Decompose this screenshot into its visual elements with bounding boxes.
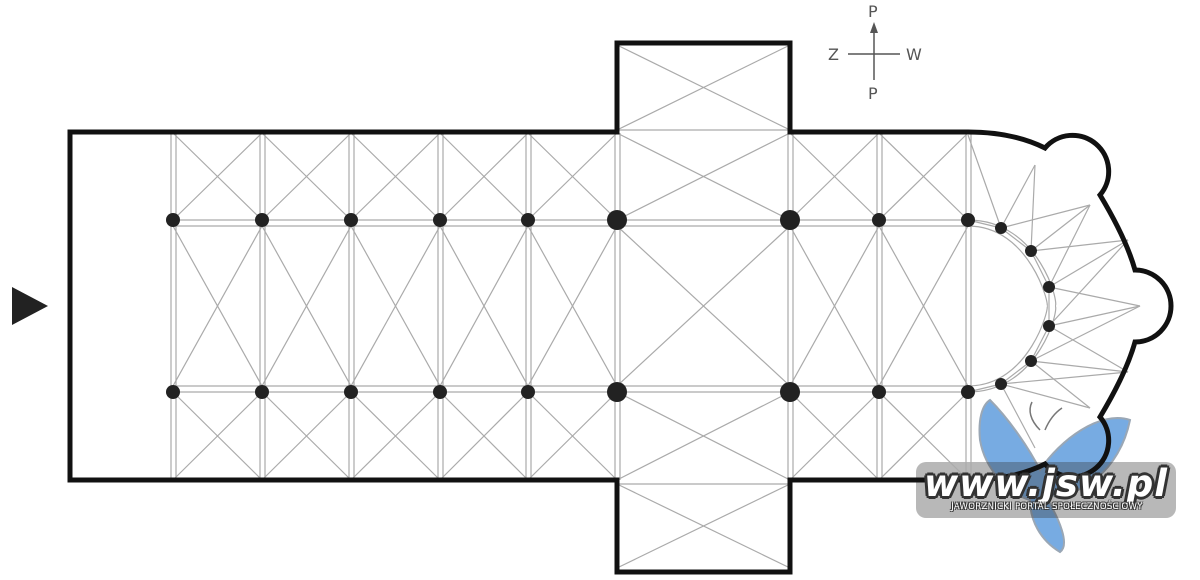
vault-rib: [172, 391, 263, 481]
vault-rib: [1000, 383, 1091, 409]
vault-rib: [616, 225, 791, 387]
vault-rib: [1030, 239, 1129, 252]
pier: [961, 213, 975, 227]
pier: [607, 210, 627, 230]
vault-rib: [439, 225, 529, 387]
compass-north-label: P: [868, 2, 878, 21]
vault-rib: [1000, 227, 1032, 252]
vault-rib: [261, 132, 352, 221]
pier: [872, 213, 886, 227]
vault-rib: [439, 132, 529, 221]
pier: [344, 385, 358, 399]
vault-rib: [616, 132, 791, 221]
vault-rib: [1048, 239, 1129, 288]
pier: [961, 385, 975, 399]
ambulatory-column: [995, 222, 1007, 234]
watermark-plate: [916, 462, 1176, 518]
pier: [780, 382, 800, 402]
pier: [255, 213, 269, 227]
vault-rib: [1030, 325, 1050, 362]
watermark-text: www.jsw.pl: [924, 462, 1168, 505]
vault-rib: [1048, 204, 1091, 288]
vault-rib: [1000, 360, 1032, 385]
vault-rib: [1048, 239, 1129, 327]
pier: [344, 213, 358, 227]
pier: [521, 385, 535, 399]
vault-rib: [967, 134, 1002, 229]
vault-rib: [1048, 286, 1141, 307]
vault-rib: [616, 391, 791, 481]
ambulatory-column: [995, 378, 1007, 390]
vault-rib: [1000, 371, 1129, 385]
compass-south-label: P: [868, 84, 878, 103]
pier: [166, 213, 180, 227]
ambulatory-column: [1043, 281, 1055, 293]
compass-icon: [848, 22, 900, 80]
watermark-subtitle: JAWORZNICKI PORTAL SPOŁECZNOŚCIOWY: [951, 502, 1143, 512]
vault-rib: [350, 225, 441, 387]
vault-rib: [527, 225, 618, 387]
pier: [521, 213, 535, 227]
pier: [433, 213, 447, 227]
apse-arc: [967, 219, 1057, 393]
vault-rib: [1000, 383, 1036, 449]
vault-rib: [172, 132, 263, 221]
vault-rib: [1030, 360, 1129, 373]
vault-rib: [878, 132, 969, 221]
vault-rib: [1030, 360, 1091, 409]
vault-rib: [789, 132, 880, 221]
vault-rib: [1030, 250, 1050, 288]
columns: [166, 210, 1055, 402]
vault-rib: [350, 132, 441, 221]
vault-rib: [878, 391, 969, 481]
pier: [433, 385, 447, 399]
vault-rib: [789, 391, 880, 481]
vault-rib: [1000, 164, 1036, 229]
pier: [780, 210, 800, 230]
ambulatory-column: [1025, 245, 1037, 257]
vault-rib: [1048, 305, 1141, 327]
vault-rib: [1030, 204, 1091, 252]
vault-rib: [172, 225, 263, 387]
compass-east-label: W: [906, 45, 922, 64]
pier: [166, 385, 180, 399]
vault-rib: [261, 391, 352, 481]
entrance-arrow-icon: [12, 287, 48, 325]
vault-rib: [1048, 325, 1129, 373]
vault-rib: [1030, 305, 1141, 362]
compass-west-label: Z: [828, 45, 839, 64]
vault-rib: [789, 225, 880, 387]
pier: [872, 385, 886, 399]
vault-rib: [350, 391, 441, 481]
outer-wall: [67, 40, 1174, 575]
vault-rib: [878, 225, 969, 387]
vault-rib: [261, 225, 352, 387]
ambulatory-column: [1025, 355, 1037, 367]
vault-rib: [439, 391, 529, 481]
vault-rib: [527, 391, 618, 481]
walls: [67, 40, 1174, 575]
pier: [607, 382, 627, 402]
vault-rib: [616, 44, 791, 131]
vault-rib: [527, 132, 618, 221]
vault-rib: [1030, 164, 1036, 252]
pier: [255, 385, 269, 399]
vault-rib: [616, 483, 791, 569]
vault-rib: [1000, 204, 1091, 229]
vault-lines: [170, 44, 1141, 569]
ambulatory-column: [1043, 320, 1055, 332]
apse-arc-inner: [967, 225, 1048, 387]
